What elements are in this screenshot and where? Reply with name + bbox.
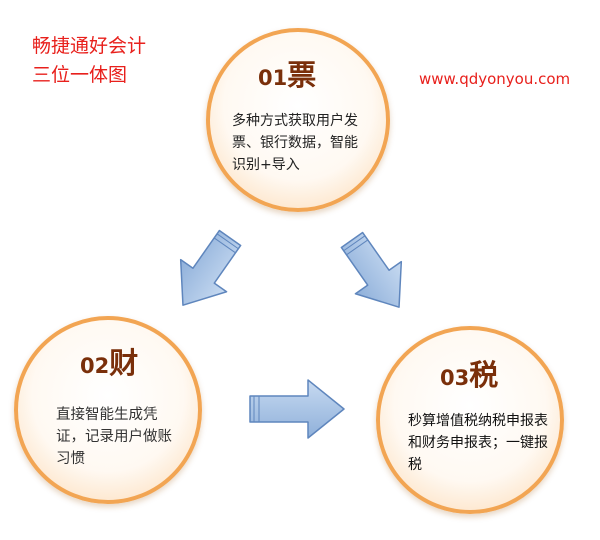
node-heading: 01票: [258, 52, 316, 94]
node-ticket: 01票 多种方式获取用户发票、银行数据，智能识别+导入: [206, 28, 390, 212]
title-line-2: 三位一体图: [32, 64, 128, 86]
node-label: 票: [287, 58, 317, 92]
website-url: www.qdyonyou.com: [419, 70, 571, 88]
node-description: 直接智能生成凭证，记录用户做账习惯: [56, 407, 172, 467]
arrow-02-to-03-icon: [249, 379, 345, 439]
arrow-01-to-02-icon: [179, 229, 242, 306]
node-finance: 02财 直接智能生成凭证，记录用户做账习惯: [14, 316, 202, 504]
arrow-01-to-03-icon: [340, 231, 403, 308]
node-tax: 03税 秒算增值税纳税申报表和财务申报表；一键报税: [376, 326, 564, 514]
node-heading: 02财: [80, 340, 138, 382]
diagram-title: 畅捷通好会计 三位一体图: [32, 32, 146, 90]
node-number: 03: [440, 366, 470, 390]
node-label: 税: [469, 358, 499, 392]
node-label: 财: [109, 346, 139, 380]
node-number: 02: [80, 354, 110, 378]
node-description: 秒算增值税纳税申报表和财务申报表；一键报税: [408, 413, 548, 473]
title-line-1: 畅捷通好会计: [32, 35, 147, 57]
node-number: 01: [258, 66, 288, 90]
node-description: 多种方式获取用户发票、银行数据，智能识别+导入: [232, 113, 358, 173]
node-heading: 03税: [440, 352, 498, 394]
